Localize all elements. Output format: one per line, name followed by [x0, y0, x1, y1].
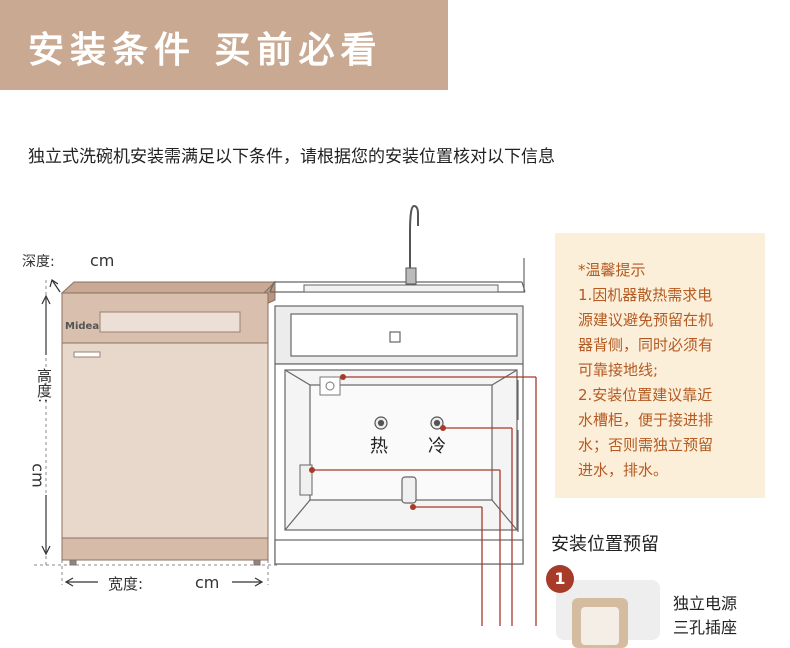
dimension-guides — [34, 280, 280, 585]
header-banner: 安装条件 买前必看 — [0, 0, 448, 90]
tip-line: 水；否则需独立预留 — [578, 436, 714, 454]
tip-title: *温馨提示 — [578, 261, 646, 279]
tip-line: 源建议避免预留在机 — [578, 311, 714, 329]
socket-face — [581, 607, 619, 645]
reserve-item-label: 独立电源 — [673, 594, 738, 613]
sink-cabinet — [269, 258, 526, 565]
height-label: 高度: — [35, 368, 53, 404]
intro-text: 独立式洗碗机安装需满足以下条件，请根据您的安装位置核对以下信息 — [28, 147, 555, 167]
drain-pipe — [401, 476, 417, 504]
cold-label: 冷 — [428, 436, 446, 457]
dishwasher-brand-logo: Midea — [65, 321, 99, 332]
tip-line: 可靠接地线; — [578, 361, 659, 379]
reserve-item-sublabel: 三孔插座 — [673, 618, 738, 637]
faucet — [405, 204, 419, 285]
sink-basin — [303, 284, 499, 293]
wall-socket — [319, 376, 341, 396]
reserve-title: 安装位置预留 — [551, 534, 659, 555]
installation-illustration: Midea — [34, 204, 537, 626]
tip-line: 2.安装位置建议靠近 — [578, 386, 713, 404]
socket-icon — [572, 598, 628, 648]
hot-water-valve — [374, 416, 388, 430]
height-unit: cm — [28, 463, 48, 488]
tip-line: 水槽柜，便于接进排 — [578, 411, 714, 429]
height-arrow — [41, 294, 51, 556]
item-number-badge: 1 — [546, 565, 574, 593]
width-label: 宽度: — [108, 575, 144, 593]
tip-box: *温馨提示 1.因机器散热需求电 源建议避免预留在机 器背侧，同时必须有 可靠接… — [555, 233, 765, 498]
callout-lines — [312, 376, 537, 626]
side-inlet — [299, 464, 313, 496]
page-title: 安装条件 买前必看 — [28, 30, 383, 71]
cold-water-valve — [430, 416, 444, 430]
hot-label: 热 — [370, 436, 388, 457]
tip-line: 器背侧，同时必须有 — [578, 336, 714, 354]
depth-unit: cm — [90, 251, 115, 270]
width-arrow — [64, 577, 264, 587]
callout-dots — [309, 374, 446, 510]
width-unit: cm — [195, 573, 220, 592]
tip-line: 进水，排水。 — [578, 461, 669, 479]
tip-line: 1.因机器散热需求电 — [578, 286, 713, 304]
depth-arrow — [49, 279, 61, 293]
depth-label: 深度: — [22, 254, 55, 270]
